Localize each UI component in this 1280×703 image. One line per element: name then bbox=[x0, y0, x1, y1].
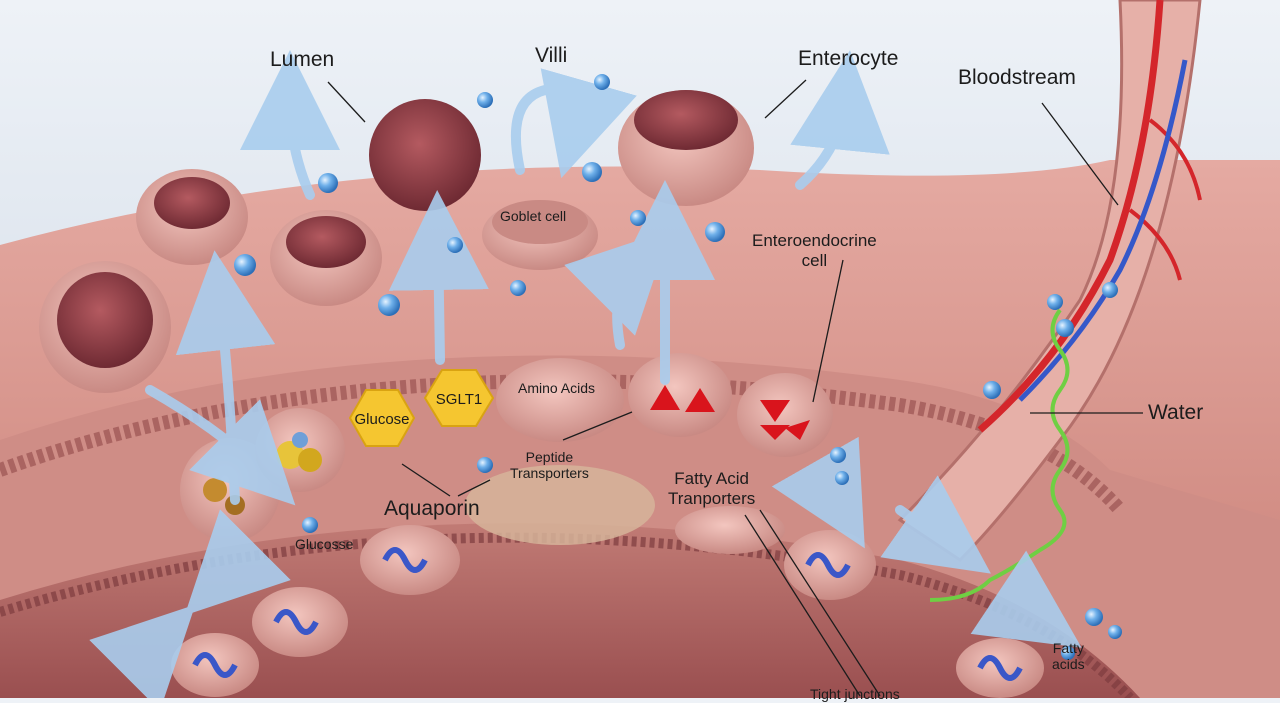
lipid-cell-2 bbox=[255, 408, 345, 492]
enterocyte-cell-1 bbox=[136, 169, 248, 265]
artery-branch bbox=[1128, 118, 1202, 281]
label-fatty-acids: Fatty acids bbox=[1052, 640, 1085, 673]
label-tight-junctions: Tight junctions bbox=[810, 686, 900, 702]
enterocyte-cell-2 bbox=[270, 210, 382, 306]
label-aquaporin: Aquaporin bbox=[384, 497, 480, 520]
vein bbox=[1018, 59, 1188, 402]
label-amino-acids: Amino Acids bbox=[518, 380, 596, 396]
artery bbox=[977, 0, 1164, 433]
enterocyte-cell-3 bbox=[39, 261, 171, 393]
leader-lines bbox=[327, 79, 1143, 697]
sglt1-hexagon: SGLT1 bbox=[423, 369, 495, 427]
label-water: Water bbox=[1148, 401, 1204, 424]
label-lumen: Lumen bbox=[270, 48, 335, 71]
triangle-cell-2 bbox=[737, 373, 833, 457]
label-peptide-transporters: Peptide Transporters bbox=[510, 449, 589, 482]
glucose-hexagon: Glucose bbox=[348, 389, 416, 447]
water-bubbles bbox=[234, 74, 1122, 660]
fatty-acid-cell bbox=[675, 506, 785, 554]
protein-cell-5 bbox=[956, 638, 1044, 698]
label-bloodstream: Bloodstream bbox=[958, 66, 1076, 89]
triangle-cell-1 bbox=[628, 353, 732, 437]
transport-arrows bbox=[89, 50, 1082, 703]
label-villi: Villi bbox=[535, 44, 568, 67]
protein-cell-3 bbox=[784, 530, 876, 600]
protein-cell-2 bbox=[252, 587, 348, 657]
label-glucose-lower: Glucosse bbox=[295, 536, 354, 552]
lumen-cell bbox=[369, 99, 481, 211]
protein-cell-1 bbox=[360, 525, 460, 595]
label-enterocyte: Enterocyte bbox=[798, 47, 899, 70]
label-enteroendocrine-cell: Enteroendocrine cell bbox=[752, 231, 877, 270]
glucose-hexagon-text: Glucose bbox=[354, 411, 409, 428]
enterocyte-cell-top bbox=[618, 90, 754, 206]
amino-acid-cell bbox=[496, 358, 624, 442]
label-fatty-acid-transporters: Fatty Acid Tranporters bbox=[668, 469, 756, 508]
sglt1-hexagon-text: SGLT1 bbox=[436, 391, 482, 408]
peptide-cluster bbox=[465, 465, 655, 545]
label-goblet-cell: Goblet cell bbox=[500, 208, 567, 224]
protein-cell-4 bbox=[171, 633, 259, 697]
